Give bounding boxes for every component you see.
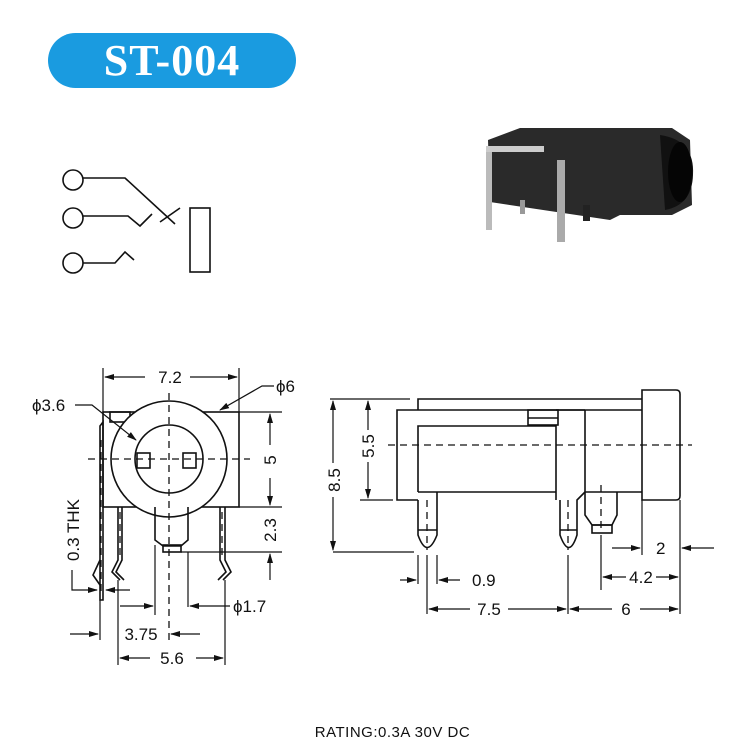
dim-body-height: 5 xyxy=(261,455,280,464)
dim-front-to-post: 4.2 xyxy=(629,568,653,587)
dim-pin-width: 0.9 xyxy=(472,571,496,590)
dim-pin-diameter: ϕ1.7 xyxy=(233,597,266,616)
dim-side-body-height: 5.5 xyxy=(359,434,378,458)
dim-side-pin-spacing: 7.5 xyxy=(477,600,501,619)
dim-total-height: 8.5 xyxy=(325,468,344,492)
model-title-badge: ST-004 xyxy=(48,33,296,88)
product-photo xyxy=(486,128,694,242)
dim-width: 7.2 xyxy=(158,368,182,387)
dim-cap-depth: 2 xyxy=(656,539,665,558)
side-view-dimensions: 8.5 5.5 0.9 7.5 6 4.2 2 xyxy=(325,434,665,619)
front-view-dimensions: 7.2 ϕ6 ϕ3.6 5 2.3 0.3 THK ϕ1.7 3.75 5.6 xyxy=(32,368,295,668)
rating-text: RATING:0.3A 30V DC xyxy=(314,724,471,741)
dim-stem-height: 2.3 xyxy=(261,518,280,542)
dim-thickness: 0.3 THK xyxy=(64,498,83,561)
dim-outer-diameter: ϕ6 xyxy=(276,377,295,396)
side-view xyxy=(330,389,714,614)
front-view xyxy=(70,368,282,665)
dim-center-offset: 3.75 xyxy=(124,625,157,644)
dim-front-to-pin: 6 xyxy=(621,600,630,619)
schematic-symbol xyxy=(62,169,211,274)
dim-pin-spacing: 5.6 xyxy=(160,649,184,668)
model-title: ST-004 xyxy=(103,36,241,85)
dim-inner-diameter: ϕ3.6 xyxy=(32,396,65,415)
